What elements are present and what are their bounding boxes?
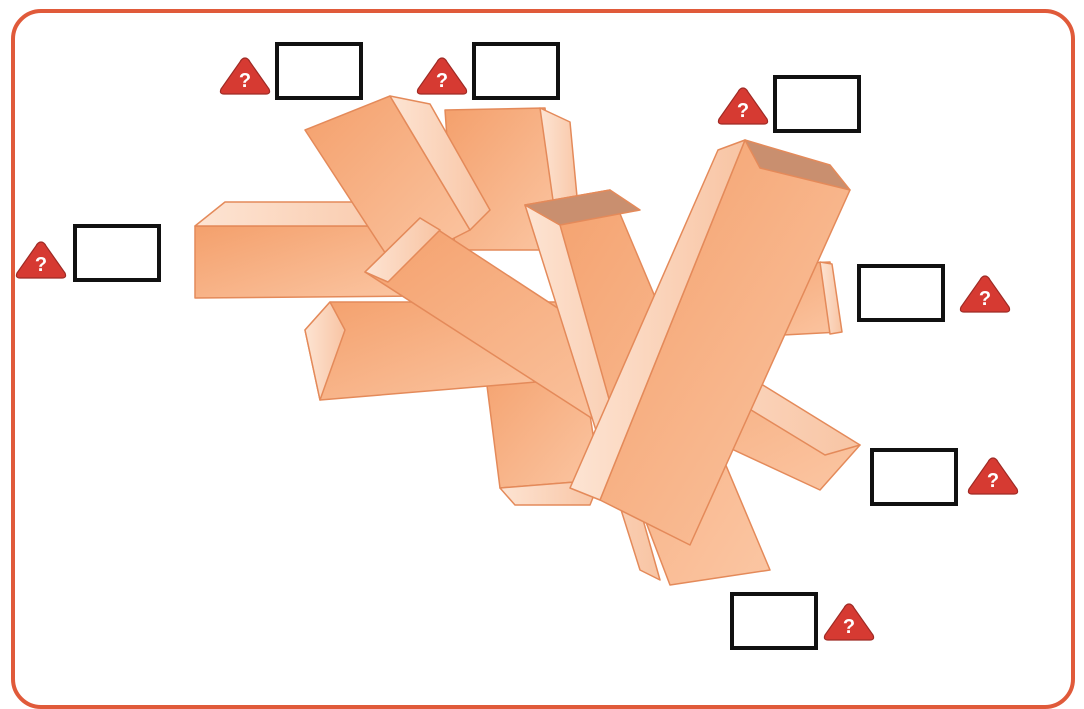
question-warning-icon[interactable]: ? [716, 86, 770, 126]
answer-slot-6[interactable] [870, 448, 958, 506]
answer-slot-3[interactable] [773, 75, 861, 133]
sticks-pile [194, 95, 861, 586]
svg-text:?: ? [436, 70, 448, 92]
svg-text:?: ? [239, 70, 251, 92]
answer-slot-5[interactable] [857, 264, 945, 322]
question-warning-icon[interactable]: ? [14, 240, 68, 280]
svg-text:?: ? [979, 288, 991, 310]
answer-slot-4[interactable] [73, 224, 161, 282]
svg-text:?: ? [737, 100, 749, 122]
answer-slot-2[interactable] [472, 42, 560, 100]
question-warning-icon[interactable]: ? [966, 456, 1020, 496]
answer-slot-7[interactable] [730, 592, 818, 650]
question-warning-icon[interactable]: ? [958, 274, 1012, 314]
svg-text:?: ? [843, 616, 855, 638]
svg-text:?: ? [35, 254, 47, 276]
answer-slot-1[interactable] [275, 42, 363, 100]
question-warning-icon[interactable]: ? [415, 56, 469, 96]
question-warning-icon[interactable]: ? [822, 602, 876, 642]
svg-text:?: ? [987, 470, 999, 492]
question-warning-icon[interactable]: ? [218, 56, 272, 96]
